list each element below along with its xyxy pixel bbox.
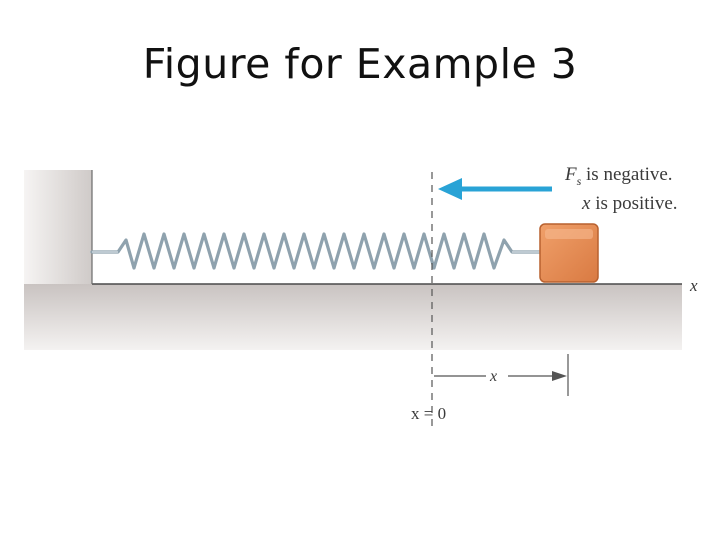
wall <box>24 170 92 284</box>
force-label: Fs is negative. <box>564 164 673 188</box>
axis-label: x <box>689 276 698 295</box>
force-arrow-head <box>438 178 462 200</box>
slide-title: Figure for Example 3 <box>142 40 578 88</box>
displacement-arrow-head <box>552 371 567 381</box>
floor <box>24 284 682 350</box>
block-shine <box>545 229 593 239</box>
spring <box>90 232 542 270</box>
displacement-label: x <box>489 368 497 385</box>
origin-label: x = 0 <box>411 404 446 423</box>
position-label: x is positive. <box>581 193 678 214</box>
